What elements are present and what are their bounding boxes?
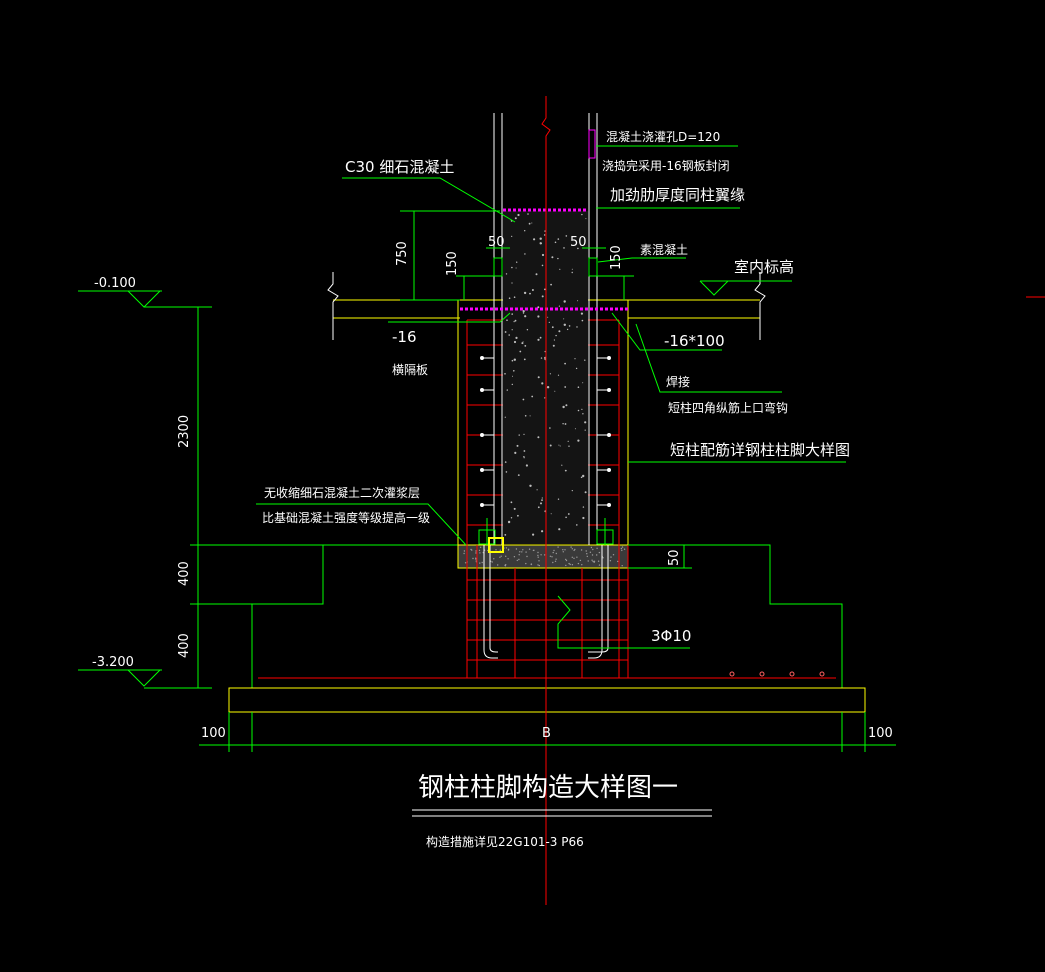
- dim-150-left: 150: [445, 251, 460, 276]
- grout-dimension: [628, 544, 692, 569]
- plate-16x100-note: -16*100: [664, 332, 725, 350]
- seal-plate-note: 浇捣完采用-16钢板封闭: [602, 158, 730, 173]
- short-col-rebar-note: 短柱配筋详钢柱柱脚大样图: [670, 441, 850, 459]
- dim-width-b: B: [542, 726, 551, 741]
- dim-400-upper: 400: [177, 561, 192, 586]
- drawing-subtitle: 构造措施详见22G101-3 P66: [426, 834, 584, 849]
- dim-2300: 2300: [177, 415, 192, 448]
- plate-16-note: -16: [392, 328, 417, 346]
- grout-marker: [488, 537, 504, 553]
- weld-note: 焊接: [666, 374, 690, 389]
- grout-note-2: 比基础混凝土强度等级提高一级: [262, 510, 430, 525]
- indoor-level-note: 室内标高: [734, 258, 794, 276]
- dim-50-grout: 50: [667, 549, 682, 566]
- drawing-title: 钢柱柱脚构造大样图一: [418, 773, 678, 803]
- level-marker-bottom: [78, 669, 212, 689]
- short-col-hook-note: 短柱四角纵筋上口弯钩: [668, 400, 788, 415]
- concrete-speckle: [504, 213, 587, 536]
- break-lines: [327, 272, 766, 340]
- cushion-slab: [228, 687, 866, 713]
- floor-slab: [333, 299, 760, 319]
- steel-column: [493, 113, 598, 545]
- grout-note-1: 无收缩细石混凝土二次灌浆层: [264, 485, 420, 500]
- plain-concrete-note: 素混凝土: [640, 242, 688, 257]
- leader-lines: [256, 145, 846, 649]
- dim-50-right: 50: [570, 235, 587, 250]
- level-bottom-label: -3.200: [92, 655, 134, 670]
- shear-studs: [480, 356, 611, 507]
- cross-plate-note: 横隔板: [392, 363, 428, 377]
- rebar-3phi10-note: 3Φ10: [651, 627, 691, 645]
- stiffener-note: 加劲肋厚度同柱翼缘: [610, 186, 745, 204]
- level-top-label: -0.100: [94, 276, 136, 291]
- dim-100-right: 100: [868, 726, 893, 741]
- left-dimension-chain: [190, 307, 323, 689]
- level-marker-top: [78, 290, 212, 308]
- stiffener-plates: [493, 257, 598, 277]
- bottom-dimension: [199, 712, 896, 752]
- upper-dimensions: [400, 210, 634, 301]
- dim-50-left: 50: [488, 235, 505, 250]
- dim-150-right: 150: [609, 245, 624, 270]
- indoor-level-marker: [699, 280, 792, 296]
- dim-400-lower: 400: [177, 633, 192, 658]
- center-axis: [541, 96, 551, 905]
- c30-concrete-note: C30 细石混凝土: [345, 158, 454, 176]
- dim-100-left: 100: [201, 726, 226, 741]
- bottom-rebar: [258, 671, 836, 679]
- dim-750: 750: [395, 241, 410, 266]
- pour-hole-note: 混凝土浇灌孔D=120: [606, 129, 720, 144]
